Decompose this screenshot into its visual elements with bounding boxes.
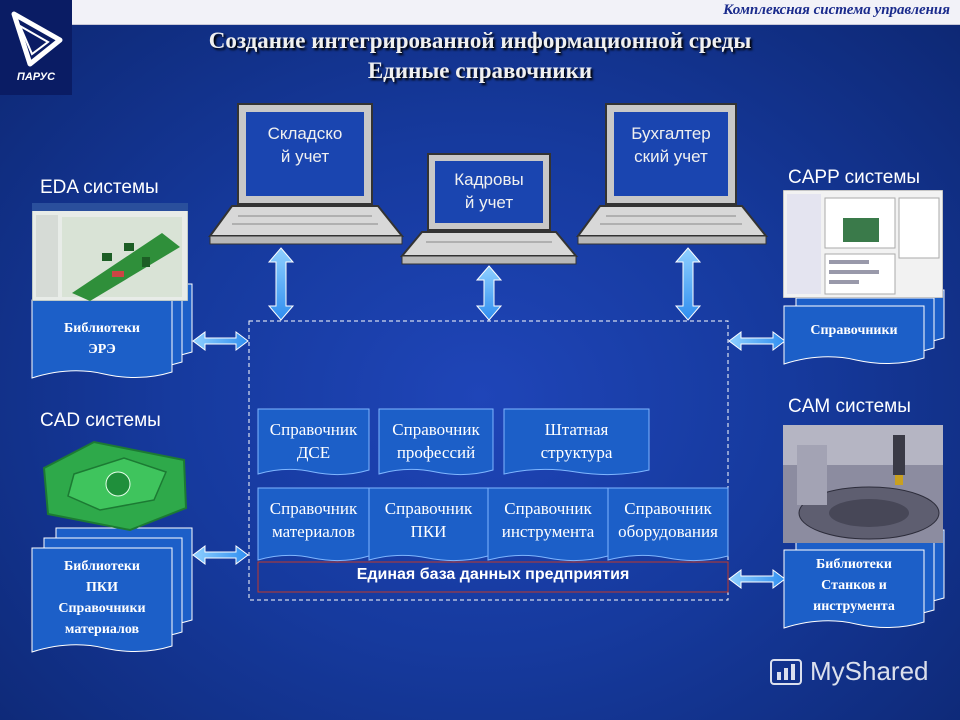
eda-doc-text: Библиотеки ЭРЭ <box>64 321 140 357</box>
reference-doc-professions <box>378 408 494 476</box>
laptop-warehouse-label: Складско й учет <box>267 124 343 166</box>
capp-screenshot <box>783 190 943 298</box>
laptop-warehouse <box>208 103 404 245</box>
reference-doc-tools <box>487 487 609 562</box>
cam-screenshot <box>783 425 943 543</box>
capp-doc-text: Справочники <box>810 323 898 338</box>
reference-tools-text: Справочник инструмента <box>501 499 595 541</box>
laptop-hr-label: Кадровы й учет <box>454 170 524 212</box>
myshared-icon <box>770 659 802 685</box>
watermark-text: MyShared <box>810 656 929 686</box>
database-label: Единая база данных предприятия <box>356 566 630 583</box>
eda-document-stack <box>31 283 193 379</box>
capp-document-stack <box>783 289 945 365</box>
reference-professions-text: Справочник профессий <box>392 420 480 462</box>
cam-doc-text: Библиотеки Станков и инструмента <box>813 557 895 614</box>
eda-label: EDA системы <box>40 177 159 198</box>
capp-label: CAPP системы <box>788 167 921 188</box>
brand-line: Комплексная система управления <box>723 2 950 18</box>
title-line2: Единые справочники <box>367 58 593 83</box>
reference-dse-text: Справочник ДСЕ <box>269 420 358 462</box>
logo-text: ПАРУС <box>17 71 56 83</box>
arrow-hr <box>475 265 503 321</box>
cad-doc-text: Библиотеки ПКИ Справочники материалов <box>58 559 146 637</box>
database-box <box>257 561 729 593</box>
cam-label: CAM системы <box>788 396 911 417</box>
laptop-accounting-label: Бухгалтер ский учет <box>631 124 711 166</box>
brand-bar: Комплексная система управления <box>72 0 960 25</box>
cam-document-stack <box>783 529 945 629</box>
reference-materials-text: Справочник материалов <box>269 499 358 541</box>
reference-doc-dse <box>257 408 370 476</box>
reference-equipment-text: Справочник оборудования <box>618 499 718 541</box>
parus-logo: ПАРУС <box>0 0 72 95</box>
cad-model-image <box>42 440 188 532</box>
integration-boundary <box>248 320 729 601</box>
title-line1: Создание интегрированной информационной … <box>208 28 752 53</box>
eda-screenshot <box>32 203 188 301</box>
page-title: Создание интегрированной информационной … <box>80 26 880 86</box>
cad-document-stack <box>31 527 193 653</box>
cad-label: CAD системы <box>40 410 161 431</box>
arrow-warehouse <box>267 247 295 321</box>
arrow-eda <box>192 331 249 351</box>
reference-staff-text: Штатная структура <box>540 420 613 462</box>
laptop-accounting <box>576 103 768 245</box>
laptop-hr <box>400 153 578 265</box>
arrow-capp <box>728 331 786 351</box>
reference-doc-pki <box>368 487 489 562</box>
reference-doc-staff <box>503 408 650 476</box>
reference-pki-text: Справочник ПКИ <box>384 499 473 541</box>
reference-doc-equipment <box>607 487 729 562</box>
arrow-cad <box>192 545 249 565</box>
arrow-cam <box>728 569 786 589</box>
arrow-accounting <box>674 247 702 321</box>
reference-doc-materials <box>257 487 370 562</box>
